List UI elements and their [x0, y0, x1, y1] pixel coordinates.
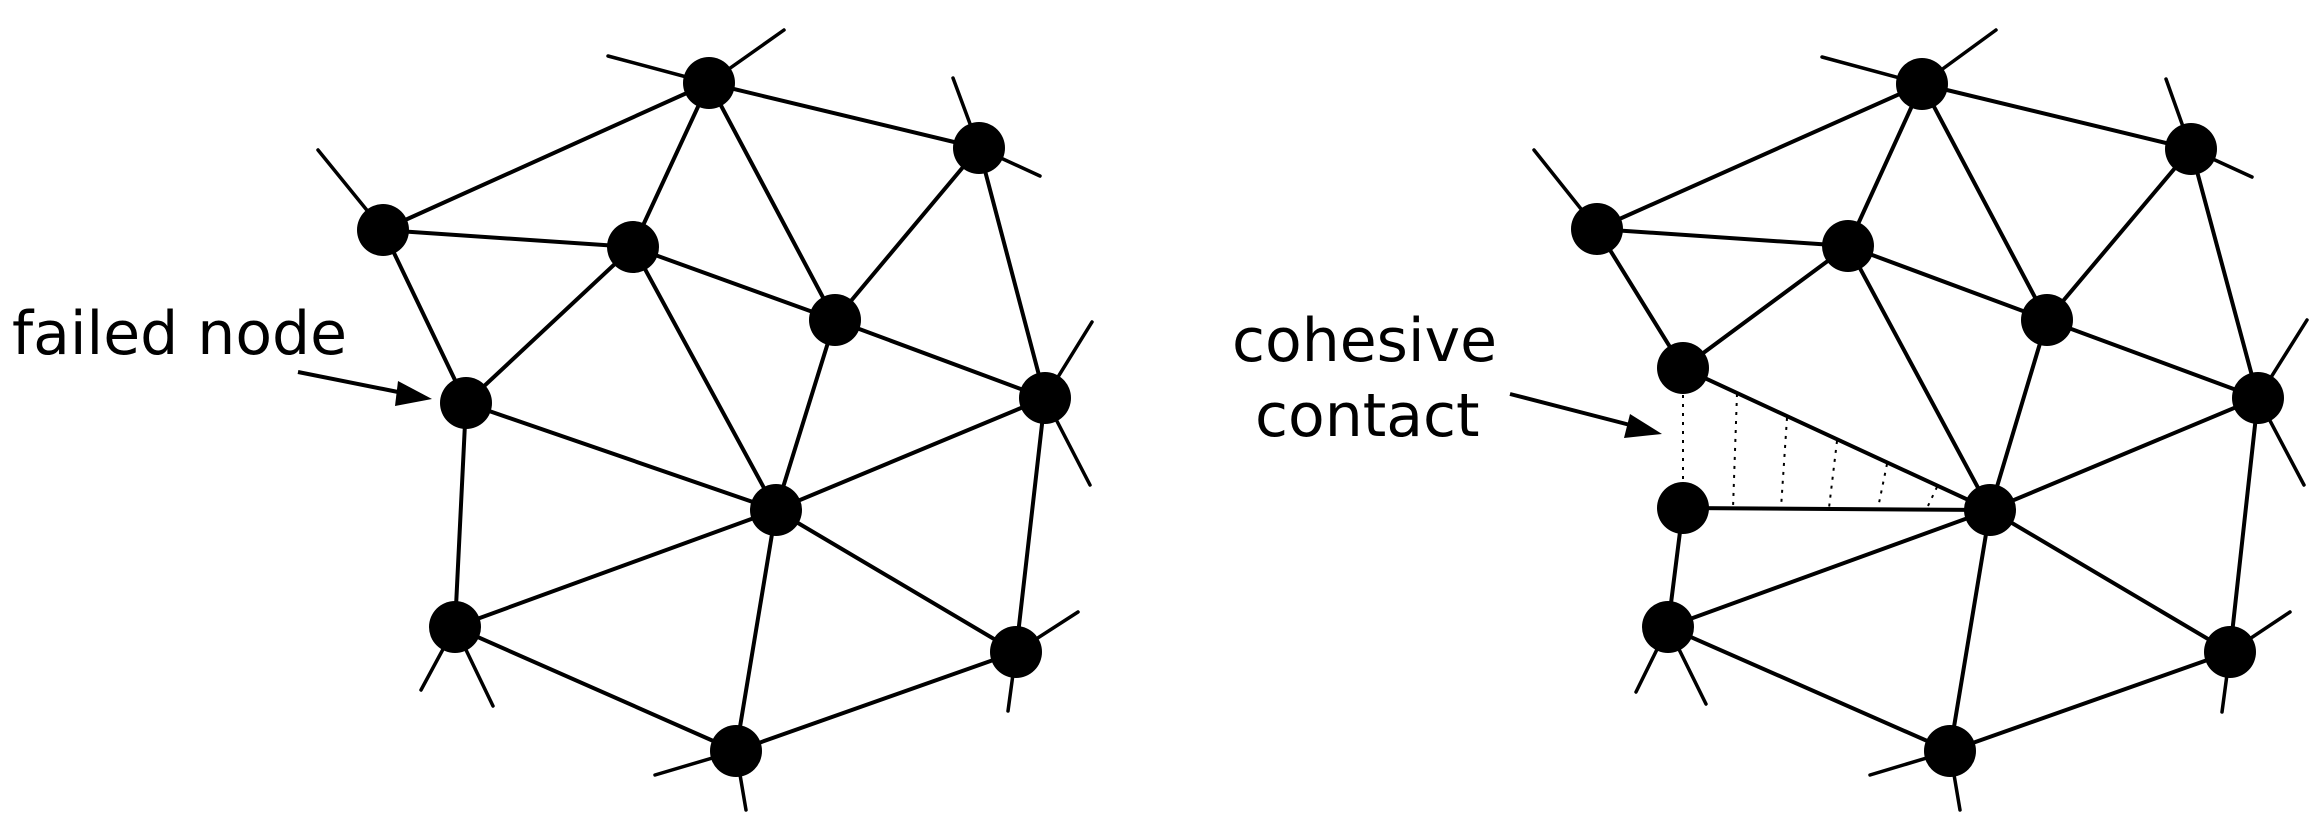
- mesh-edge: [1014, 396, 1047, 654]
- mesh-edge: [2189, 147, 2260, 400]
- mesh-edge: [453, 508, 778, 629]
- mesh-edge: [1595, 82, 1924, 231]
- split-node-upper: [1657, 342, 1709, 394]
- cohesive-contact-label-line2: contact: [1255, 381, 1480, 451]
- mesh-edge: [1846, 244, 1992, 512]
- right-mesh-edges: [1595, 82, 2260, 753]
- mesh-node: [809, 294, 861, 346]
- mesh-edge: [1988, 318, 2049, 512]
- mesh-edge: [1846, 82, 1924, 248]
- mesh-node: [2232, 372, 2284, 424]
- mesh-node: [1571, 203, 1623, 255]
- mesh-edge: [1666, 508, 1992, 629]
- mesh-edge: [734, 508, 778, 753]
- mesh-node: [429, 601, 481, 653]
- mesh-node: [683, 57, 735, 109]
- mesh-edge: [631, 245, 837, 322]
- mesh-node: [1019, 372, 1071, 424]
- mesh-edge: [464, 245, 635, 405]
- mesh-node: [607, 221, 659, 273]
- cohesive-contact-hatching: [1682, 368, 1938, 509]
- mesh-edge: [631, 245, 778, 512]
- mesh-node: [1964, 484, 2016, 536]
- mesh-edge: [1920, 82, 2049, 322]
- mesh-edge: [1681, 244, 1850, 370]
- left-mesh-panel: failed node: [12, 28, 1094, 812]
- mesh-edge: [1681, 506, 1992, 512]
- mesh-edge: [774, 318, 837, 512]
- failed-node-arrow: [297, 370, 432, 406]
- mesh-edge: [977, 146, 1047, 400]
- mesh-node: [357, 204, 409, 256]
- mesh-node: [710, 725, 762, 777]
- mesh-edge: [1681, 366, 1992, 512]
- mesh-edge: [1595, 227, 1850, 248]
- failed-node-label: failed node: [12, 299, 347, 369]
- mesh-edge: [1846, 244, 2049, 322]
- left-mesh-edges: [381, 81, 1047, 753]
- split-node-lower: [1657, 482, 1709, 534]
- mesh-edge: [734, 650, 1018, 753]
- mesh-edge: [833, 146, 981, 322]
- mesh-node: [1642, 601, 1694, 653]
- cohesive-contact-label-line1: cohesive: [1232, 306, 1497, 376]
- mesh-edge: [1595, 227, 1685, 370]
- mesh-edge: [381, 228, 635, 249]
- mesh-edge: [1920, 82, 2193, 151]
- mesh-edge: [833, 318, 1047, 400]
- right-mesh-panel: cohesive contact: [1232, 28, 2309, 812]
- mesh-node: [953, 122, 1005, 174]
- mesh-edge: [707, 81, 981, 150]
- mesh-node: [1822, 220, 1874, 272]
- mesh-edge: [453, 401, 468, 629]
- mesh-node: [2021, 294, 2073, 346]
- mesh-edge: [381, 81, 711, 232]
- mesh-edge: [464, 401, 778, 512]
- mesh-edge: [1988, 508, 2232, 654]
- cohesive-contact-arrow: [1509, 392, 1662, 438]
- mesh-edge: [1666, 625, 1952, 753]
- mesh-node: [990, 626, 1042, 678]
- mesh-edge: [453, 625, 738, 753]
- mesh-edge: [381, 228, 468, 405]
- mesh-edge: [707, 81, 837, 322]
- mesh-edge: [1948, 650, 2232, 753]
- right-mesh-nodes: [1571, 58, 2284, 777]
- mesh-edge: [2045, 318, 2260, 400]
- mesh-node: [1924, 725, 1976, 777]
- mesh-node: [2165, 123, 2217, 175]
- mesh-node: [750, 484, 802, 536]
- mesh-edge: [2045, 147, 2193, 322]
- mesh-edge: [631, 81, 711, 249]
- left-mesh-nodes: [357, 57, 1071, 777]
- failed-node: [440, 377, 492, 429]
- mesh-edge: [774, 396, 1047, 512]
- mesh-edge: [2228, 396, 2260, 654]
- mesh-edge: [774, 508, 1018, 654]
- mesh-edge: [1988, 396, 2260, 512]
- mesh-edge: [1948, 508, 1992, 753]
- mesh-node: [2204, 626, 2256, 678]
- mesh-node: [1896, 58, 1948, 110]
